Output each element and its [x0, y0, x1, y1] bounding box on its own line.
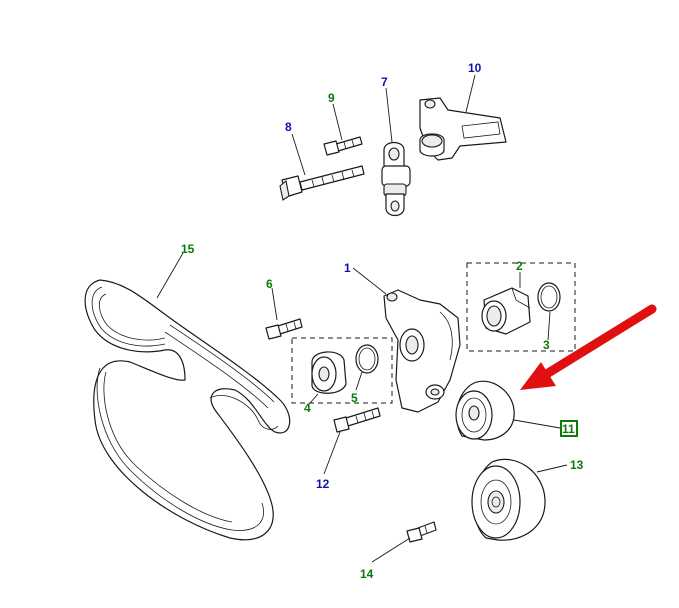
idler-pulley-group	[291, 337, 393, 404]
callout-14: 14	[360, 567, 374, 581]
callout-3: 3	[543, 338, 550, 352]
callout-6: 6	[266, 277, 273, 291]
drive-belt	[84, 279, 291, 541]
long-bolt	[279, 165, 365, 201]
pulley-part-11	[455, 380, 515, 441]
pulley-bolt-lower	[333, 407, 381, 433]
callout-13: 13	[570, 458, 584, 472]
callout-2: 2	[516, 259, 523, 273]
callout-4: 4	[304, 401, 311, 415]
red-arrow-icon	[520, 304, 657, 390]
callout-12: 12	[316, 477, 330, 491]
short-bolt	[323, 136, 363, 156]
tensioner-mounting-bracket	[419, 97, 507, 161]
callout-7: 7	[381, 75, 388, 89]
pulley-bolt-bottom	[406, 521, 437, 543]
callout-5: 5	[351, 391, 358, 405]
callout-1: 1	[344, 261, 351, 275]
tensioner-arm	[383, 289, 461, 413]
callout-10: 10	[468, 61, 482, 75]
pulley-part-13	[471, 458, 546, 541]
callout-11: 11	[562, 422, 575, 436]
callout-8: 8	[285, 120, 292, 134]
pulley-bolt-upper	[265, 318, 303, 340]
callout-labels: 1 2 3 4 5 6 7 8 9 10 11 12 13 14 15	[181, 61, 584, 581]
leader-lines	[156, 74, 568, 563]
callout-11-highlight-box	[560, 420, 578, 437]
bush-seal-group	[466, 262, 576, 352]
callout-15: 15	[181, 242, 195, 256]
tensioner-damper	[381, 141, 411, 217]
callout-9: 9	[328, 91, 335, 105]
